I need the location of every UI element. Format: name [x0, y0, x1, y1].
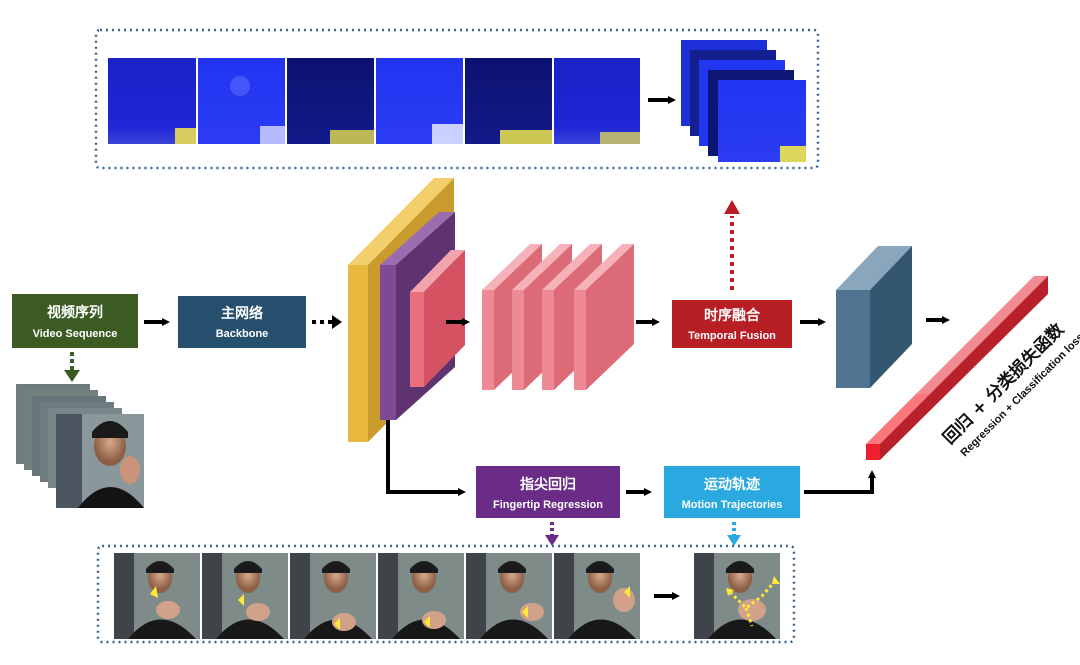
purple-arrowhead-icon — [545, 535, 559, 546]
video-frame-stack — [16, 384, 144, 508]
heatmap-frame-1 — [108, 58, 196, 144]
blue-arrowhead-icon — [727, 535, 741, 546]
arrowhead-icon — [332, 315, 342, 329]
video-sequence-node: 视频序列 Video Sequence — [12, 294, 138, 348]
feature-block-pink-1 — [410, 250, 465, 387]
backbone-node: 主网络 Backbone — [178, 296, 306, 348]
video-sequence-cn: 视频序列 — [47, 304, 103, 321]
fingertip-photo-panel — [96, 544, 796, 644]
motion-trajectories-en: Motion Trajectories — [682, 499, 783, 511]
fingertip-regression-en: Fingertip Regression — [493, 499, 603, 511]
temporal-fusion-en: Temporal Fusion — [688, 330, 776, 342]
feature-block-pink-5 — [574, 244, 634, 390]
hand-photo-4 — [378, 553, 464, 639]
heatmap-stack — [681, 40, 806, 162]
temporal-fusion-cn: 时序融合 — [704, 307, 761, 324]
hand-photo-1 — [114, 553, 200, 639]
temporal-fusion-node: 时序融合 Temporal Fusion — [672, 300, 792, 348]
backbone-en: Backbone — [216, 328, 269, 340]
output-feature-block — [836, 246, 912, 388]
loss-vector-bar — [866, 276, 1048, 460]
motion-to-loss-connector — [804, 470, 876, 494]
heatmap-dotted-frame — [94, 28, 820, 170]
trajectory-photo — [694, 553, 780, 639]
hand-photo-5 — [466, 553, 552, 639]
fingertip-regression-node: 指尖回归 Fingertip Regression — [476, 466, 620, 518]
hand-photo-6 — [554, 553, 640, 639]
branch-connector — [386, 420, 466, 496]
hand-photo-3 — [290, 553, 376, 639]
heatmap-frame-5 — [465, 58, 552, 144]
heatmap-frame-3 — [287, 58, 374, 144]
heatmap-frame-4 — [376, 58, 463, 144]
backbone-cn: 主网络 — [221, 305, 263, 322]
video-sequence-en: Video Sequence — [33, 328, 118, 340]
feature-group-pink — [482, 244, 634, 390]
heatmap-panel — [94, 28, 820, 170]
motion-trajectories-cn: 运动轨迹 — [704, 476, 760, 493]
heatmap-frame-2 — [198, 58, 285, 144]
green-arrowhead-icon — [64, 370, 80, 382]
photo-dotted-frame — [96, 544, 796, 644]
fingertip-regression-cn: 指尖回归 — [520, 476, 576, 493]
motion-trajectories-node: 运动轨迹 Motion Trajectories — [664, 466, 800, 518]
loss-label-cn: 回归 + 分类损失函数 — [939, 318, 1069, 448]
heatmap-frame-6 — [554, 58, 640, 144]
red-arrowhead-icon — [724, 200, 740, 214]
trajectory-path — [728, 579, 778, 627]
hand-photo-2 — [202, 553, 288, 639]
